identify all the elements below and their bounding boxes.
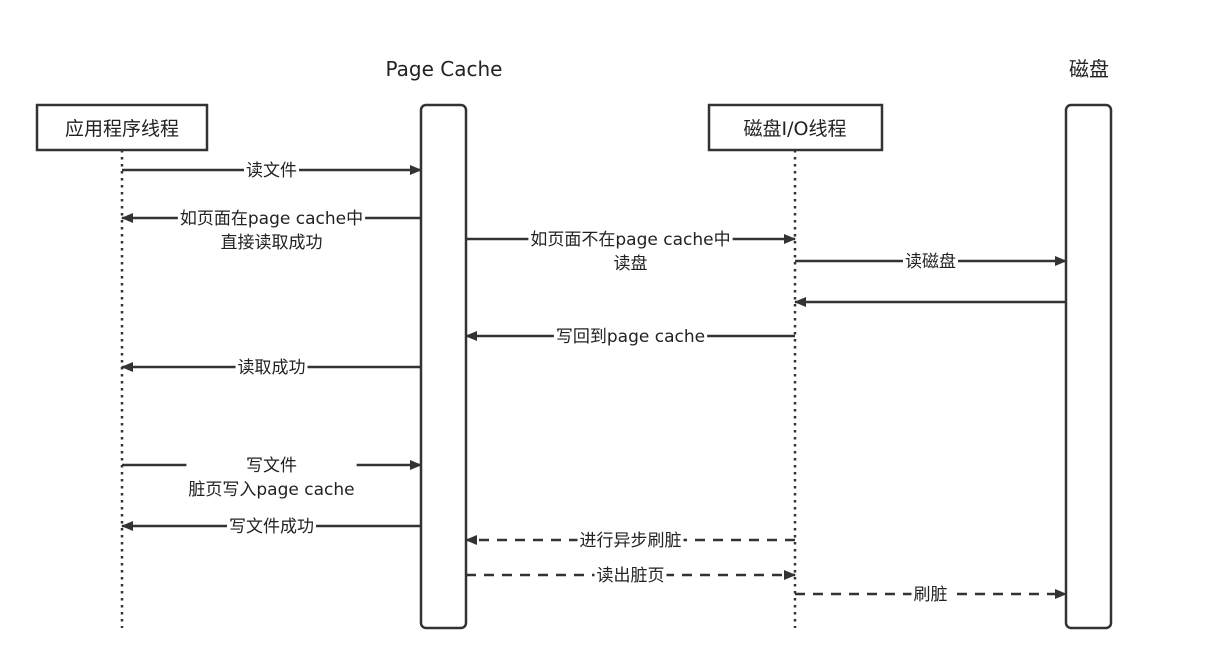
message-flush-dirty: 刷脏: [795, 582, 1067, 606]
message-label-cache-miss-1: 读盘: [614, 254, 648, 274]
page-cache-activation-bar: [419, 103, 468, 630]
app-thread-box: [35, 103, 209, 152]
message-label-bg-write-success: [227, 514, 316, 538]
message-label-write-success-0: 写文件成功: [229, 517, 314, 537]
message-label-bg-cache-hit: [177, 206, 366, 254]
message-label-read-disk-0: 读磁盘: [905, 252, 956, 272]
message-label-read-success-0: 读取成功: [238, 358, 306, 378]
message-label-write-file-0: 写文件: [246, 456, 297, 476]
message-label-bg-read-file: [244, 158, 299, 182]
message-label-read-dirty-0: 读出脏页: [597, 566, 665, 586]
message-label-write-file-1: 脏页写入page cache: [188, 480, 354, 500]
message-read-file: 读文件: [122, 158, 422, 182]
app-thread-label: 应用程序线程: [65, 118, 179, 140]
message-label-bg-write-file: [186, 453, 357, 501]
message-read-success: 读取成功: [121, 355, 421, 379]
message-label-cache-miss-0: 如页面不在page cache中: [530, 230, 730, 250]
message-write-back: 写回到page cache: [465, 324, 795, 348]
message-label-read-file-0: 读文件: [246, 161, 297, 181]
message-label-bg-write-back: [553, 324, 708, 348]
message-async-flush: 进行异步刷脏: [465, 528, 795, 552]
message-read-dirty: 读出脏页: [466, 563, 796, 587]
message-label-write-back-0: 写回到page cache: [556, 327, 705, 347]
message-label-cache-hit-0: 如页面在page cache中: [180, 209, 363, 229]
message-label-bg-flush-dirty: [911, 582, 950, 606]
disk-activation-bar: [1064, 103, 1113, 630]
page-cache-title: Page Cache: [386, 57, 503, 81]
message-label-bg-cache-miss: [528, 227, 733, 275]
message-label-flush-dirty-0: 刷脏: [914, 585, 948, 605]
message-write-success: 写文件成功: [121, 514, 421, 538]
message-read-disk: 读磁盘: [795, 249, 1067, 273]
message-label-bg-read-success: [235, 355, 308, 379]
message-label-cache-hit-1: 直接读取成功: [221, 233, 323, 253]
message-label-bg-read-disk: [903, 249, 958, 273]
disk-io-thread-label: 磁盘I/O线程: [744, 118, 847, 140]
message-label-bg-async-flush: [577, 528, 684, 552]
disk-title: 磁盘: [1069, 57, 1109, 81]
message-label-bg-read-dirty: [594, 563, 667, 587]
message-label-async-flush-0: 进行异步刷脏: [580, 531, 682, 551]
